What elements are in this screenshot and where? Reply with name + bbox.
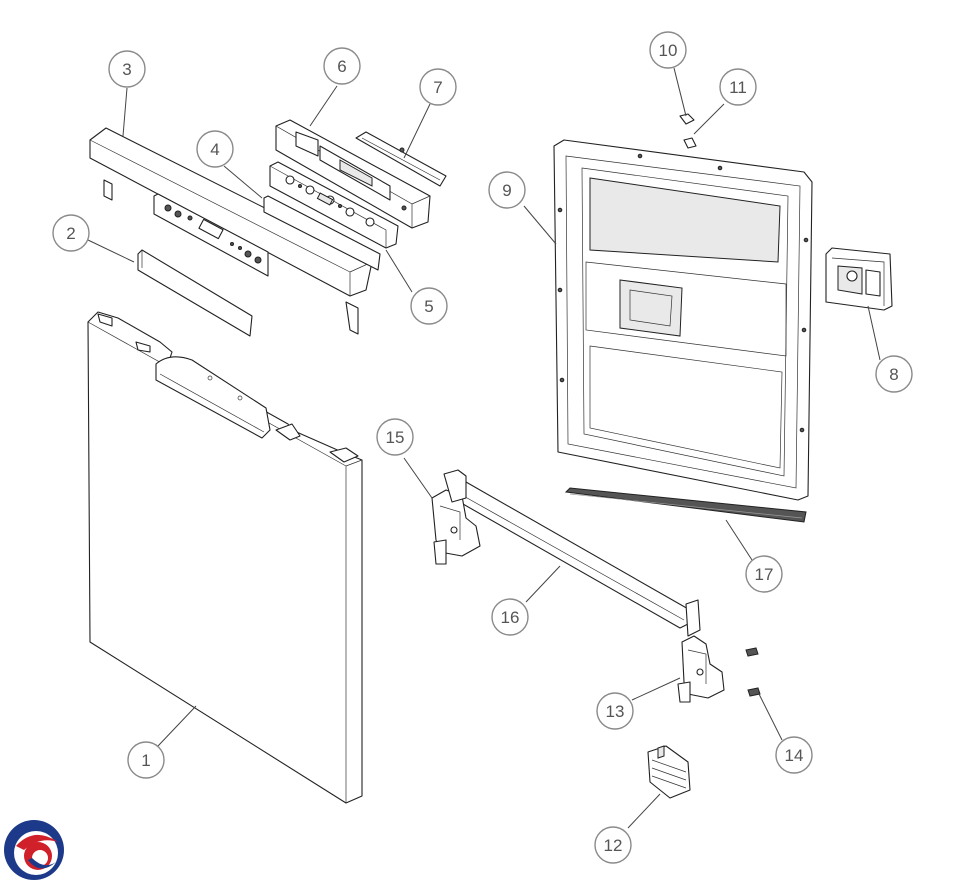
callout-1: 1	[127, 741, 165, 779]
callout-5: 5	[410, 287, 448, 325]
part-8-dispenser	[825, 247, 893, 311]
callout-label: 10	[659, 41, 678, 60]
part-7-display-board	[355, 131, 447, 187]
callout-10: 10	[649, 31, 687, 69]
callout-label: 12	[604, 836, 623, 855]
part-13-right-hinge	[677, 599, 725, 703]
callout-6: 6	[323, 47, 361, 85]
part-6-bracket-housing	[275, 119, 431, 229]
part-14-screws	[745, 647, 761, 697]
part-5-control-board-frame	[269, 161, 399, 249]
callout-4: 4	[196, 130, 234, 168]
callout-label: 11	[729, 78, 747, 97]
part-16-cable-bar	[455, 481, 691, 629]
callout-label: 13	[606, 702, 625, 721]
callout-label: 17	[755, 565, 774, 584]
callout-15: 15	[376, 418, 414, 456]
callout-label: 9	[502, 181, 511, 200]
callout-label: 6	[337, 57, 346, 76]
callout-11: 11	[719, 68, 757, 106]
callout-2: 2	[52, 214, 90, 252]
callout-label: 8	[889, 365, 898, 384]
part-10-clip	[679, 113, 695, 125]
callout-17: 17	[745, 555, 783, 593]
callout-14: 14	[775, 736, 813, 774]
leader-lines	[87, 67, 881, 829]
part-1-outer-door-panel	[87, 311, 363, 804]
callout-7: 7	[419, 68, 457, 106]
callout-8: 8	[875, 355, 913, 393]
callout-label: 5	[424, 297, 433, 316]
part-3-control-panel	[89, 127, 373, 335]
callout-13: 13	[596, 692, 634, 730]
part-17-bottom-seal	[564, 487, 807, 523]
callout-16: 16	[491, 598, 529, 636]
callout-label: 14	[785, 746, 804, 765]
callout-label: 4	[210, 140, 219, 159]
brand-logo-icon	[4, 820, 64, 880]
callout-label: 7	[433, 78, 442, 97]
part-12-spring-block	[647, 745, 691, 799]
callout-9: 9	[488, 171, 526, 209]
callout-label: 1	[141, 751, 150, 770]
part-2-overlay-strip	[137, 249, 253, 337]
part-11-clip	[683, 137, 697, 149]
callout-12: 12	[594, 826, 632, 864]
part-15-left-hinge	[431, 469, 481, 565]
part-9-inner-door-liner	[553, 139, 813, 501]
callout-label: 2	[66, 224, 75, 243]
callout-label: 15	[386, 428, 405, 447]
callout-label: 16	[501, 608, 520, 627]
callout-label: 3	[122, 60, 131, 79]
part-4-insulation-sheet	[263, 195, 381, 271]
callout-3: 3	[108, 50, 146, 88]
